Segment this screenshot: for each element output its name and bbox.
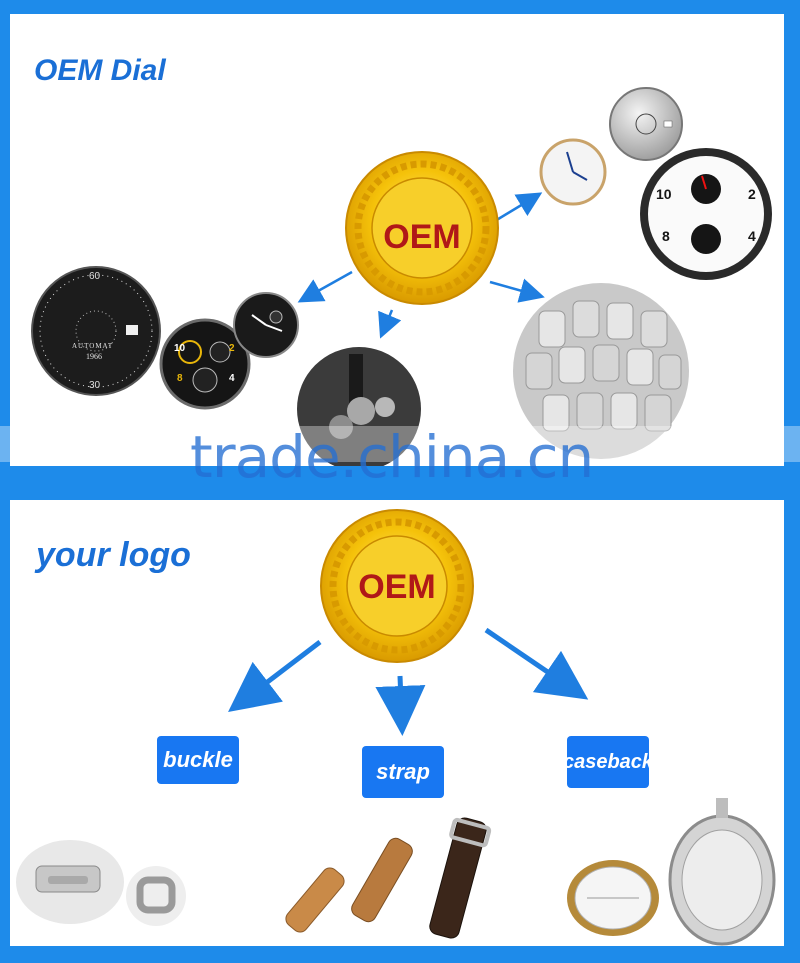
arrow-to-black-dials xyxy=(297,270,353,303)
arrow-to-caseback xyxy=(484,627,589,700)
oem-dial-panel: OEM Dial xyxy=(10,14,784,466)
chrono-dial-number-4: 4 xyxy=(229,373,235,384)
black-chrono-dial xyxy=(159,318,251,410)
arrow-to-buckle xyxy=(228,640,322,713)
arrow-to-dial-blanks xyxy=(489,278,545,303)
black-automatic-dial xyxy=(31,266,161,396)
oem-medal xyxy=(345,151,499,305)
silver-dial xyxy=(609,87,683,161)
oem-medal-bottom xyxy=(320,509,474,663)
caseback-button[interactable]: caseback xyxy=(563,736,653,788)
arrow-to-machining xyxy=(378,309,402,339)
white-roman-dial xyxy=(539,138,607,206)
your-logo-heading: your logo xyxy=(36,536,191,574)
bottom-medal-label: OEM xyxy=(358,568,436,606)
chrono-dial-number-2: 2 xyxy=(229,343,235,354)
watermark-band xyxy=(0,426,800,462)
white-chrono-dial xyxy=(640,148,772,280)
dial-blanks-photo xyxy=(513,283,689,459)
small-black-dial xyxy=(233,292,299,358)
buckle-button[interactable]: buckle xyxy=(157,736,239,784)
strap-photo-light xyxy=(351,837,413,923)
chrono-dial-number-10: 10 xyxy=(174,343,186,354)
white-dial-number-10: 10 xyxy=(656,186,672,202)
black-dial-number-bottom: 30 xyxy=(89,380,101,391)
watch-case-photo xyxy=(668,798,776,946)
oem-dial-illustration xyxy=(31,87,772,466)
white-dial-number-2: 2 xyxy=(748,186,756,202)
machining-photo xyxy=(297,347,421,466)
arrow-to-strap xyxy=(375,675,426,736)
oem-dial-heading: OEM Dial xyxy=(34,54,166,87)
strap-button[interactable]: strap xyxy=(362,746,444,798)
your-logo-panel: your logo xyxy=(10,500,784,946)
white-dial-number-4: 4 xyxy=(748,228,756,244)
watermark-text: trade.china.cn xyxy=(190,423,594,491)
pin-buckle-photo xyxy=(126,866,186,926)
white-dial-number-8: 8 xyxy=(662,228,670,244)
black-dial-year-text: 1966 xyxy=(86,352,102,361)
buckle-clasp-photo xyxy=(16,840,124,924)
black-dial-number-top: 60 xyxy=(89,271,101,282)
black-dial-brand-text: AUTOMAT xyxy=(72,342,114,350)
strap-photo-dark xyxy=(429,817,492,939)
caseback-photo xyxy=(567,860,659,936)
your-logo-illustration xyxy=(16,509,776,946)
strap-photo-tan xyxy=(285,867,345,933)
top-medal-label: OEM xyxy=(383,218,461,256)
chrono-dial-number-8: 8 xyxy=(177,373,183,384)
